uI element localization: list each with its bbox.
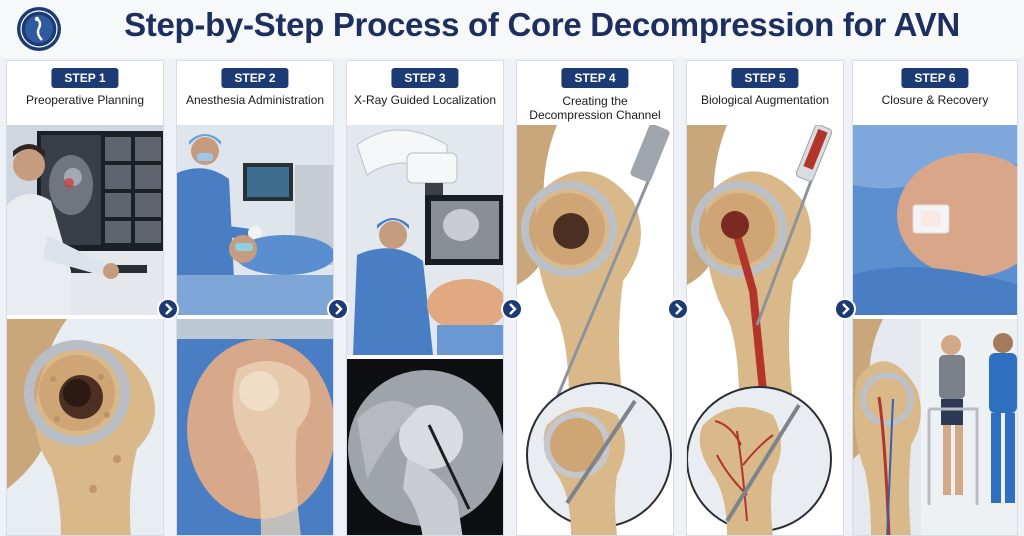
clinic-seal-logo-icon: [16, 6, 62, 52]
chevron-right-icon: [842, 303, 850, 315]
page-title: Step-by-Step Process of Core Decompressi…: [124, 6, 960, 43]
step-title-line-1: Creating the: [562, 94, 628, 108]
step-title: Creating the Decompression Channel: [519, 94, 671, 122]
planning-scene-image: [7, 125, 163, 315]
recovery-walker-image: [853, 319, 1017, 535]
step-badge: STEP 4: [561, 68, 629, 88]
biological-augmentation-illustration: [687, 125, 843, 535]
step-panel-6: STEP 6 Closure & Recovery: [852, 60, 1018, 536]
step-panel-3: STEP 3 X-Ray Guided Localization: [346, 60, 504, 536]
next-step-arrow-4: [667, 298, 689, 320]
chevron-right-icon: [509, 303, 517, 315]
next-step-arrow-5: [834, 298, 856, 320]
step-badge: STEP 6: [901, 68, 969, 88]
femoral-head-necrosis-image: [7, 319, 163, 535]
step-panel-5: STEP 5 Biological Augmentation: [686, 60, 844, 536]
decompression-drill-illustration: [517, 125, 673, 535]
step-title: Preoperative Planning: [25, 93, 145, 107]
chevron-right-icon: [165, 303, 173, 315]
step-badge: STEP 2: [221, 68, 289, 88]
step-title-line-2: Decompression Channel: [529, 108, 661, 122]
chevron-right-icon: [675, 303, 683, 315]
step-title: X-Ray Guided Localization: [353, 93, 497, 107]
bandage-closure-image: [853, 125, 1017, 315]
step-title: Closure & Recovery: [881, 93, 989, 107]
hip-bone-overlay-image: [177, 319, 333, 535]
next-step-arrow-1: [157, 298, 179, 320]
step-title: Biological Augmentation: [700, 93, 830, 107]
anesthesia-scene-image: [177, 125, 333, 315]
step-panel-2: STEP 2 Anesthesia Administration: [176, 60, 334, 536]
step-badge: STEP 3: [391, 68, 459, 88]
next-step-arrow-3: [501, 298, 523, 320]
step-badge: STEP 1: [51, 68, 119, 88]
step-panel-1: STEP 1 Preoperative Planning: [6, 60, 164, 536]
fluoroscopy-xray-image: [347, 359, 503, 535]
chevron-right-icon: [335, 303, 343, 315]
step-panel-4: STEP 4 Creating the Decompression Channe…: [516, 60, 674, 536]
header: Step-by-Step Process of Core Decompressi…: [0, 0, 1024, 58]
c-arm-scene-image: [347, 125, 503, 355]
next-step-arrow-2: [327, 298, 349, 320]
step-title: Anesthesia Administration: [185, 93, 325, 107]
step-badge: STEP 5: [731, 68, 799, 88]
